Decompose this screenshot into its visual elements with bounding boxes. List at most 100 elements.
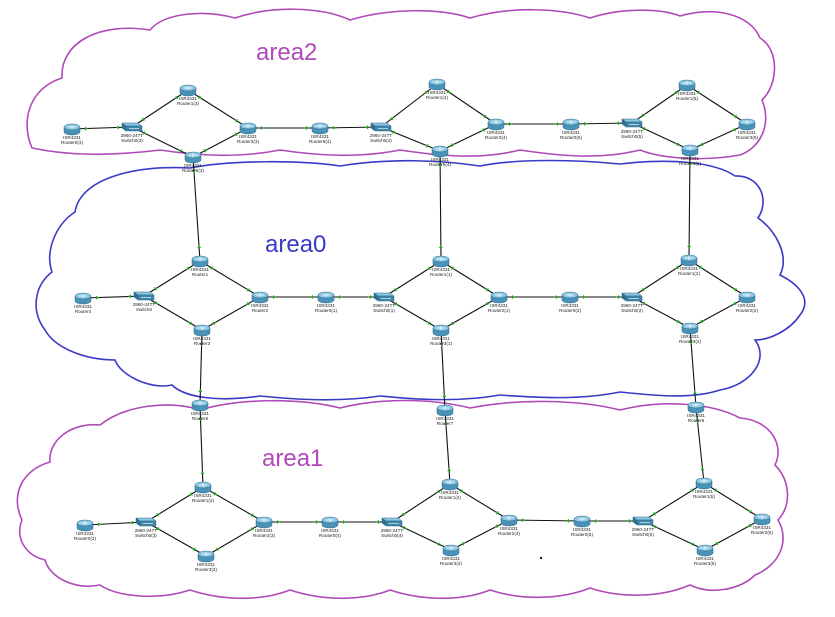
link[interactable] — [570, 295, 632, 299]
link[interactable] — [443, 409, 452, 485]
link[interactable] — [631, 122, 691, 151]
link[interactable] — [631, 84, 688, 124]
link[interactable] — [198, 329, 204, 406]
link[interactable] — [695, 406, 705, 484]
link[interactable] — [383, 260, 442, 298]
link[interactable] — [704, 518, 763, 551]
link[interactable] — [199, 260, 261, 298]
link[interactable] — [440, 260, 500, 298]
link[interactable] — [688, 327, 698, 408]
link[interactable] — [499, 295, 570, 299]
link[interactable] — [391, 521, 452, 551]
link[interactable] — [201, 296, 261, 331]
link[interactable] — [145, 486, 204, 523]
link[interactable] — [496, 122, 571, 126]
link[interactable] — [438, 150, 443, 262]
link[interactable] — [687, 149, 692, 261]
link[interactable] — [248, 126, 320, 130]
link[interactable] — [143, 295, 203, 331]
link[interactable] — [642, 482, 705, 522]
link[interactable] — [145, 521, 207, 557]
link[interactable] — [260, 295, 326, 299]
link[interactable] — [131, 89, 189, 128]
link[interactable] — [264, 520, 330, 524]
link[interactable] — [631, 259, 690, 298]
link[interactable] — [508, 518, 583, 523]
link[interactable] — [330, 520, 392, 524]
link[interactable] — [205, 521, 265, 557]
link[interactable] — [642, 520, 706, 551]
link[interactable] — [449, 483, 510, 521]
link[interactable] — [202, 486, 265, 523]
link[interactable] — [187, 89, 249, 129]
link[interactable] — [380, 83, 438, 128]
link[interactable] — [391, 483, 451, 523]
link[interactable] — [439, 329, 447, 411]
link[interactable] — [450, 519, 510, 551]
link[interactable] — [703, 482, 763, 520]
link[interactable] — [198, 404, 205, 488]
link[interactable] — [436, 83, 497, 125]
link[interactable] — [689, 296, 748, 329]
link[interactable] — [440, 296, 500, 331]
link[interactable] — [192, 127, 249, 158]
link[interactable] — [191, 156, 202, 262]
link[interactable] — [143, 260, 201, 297]
link[interactable] — [689, 123, 748, 151]
link[interactable] — [131, 126, 194, 158]
link[interactable] — [688, 259, 748, 298]
link[interactable] — [631, 296, 691, 329]
link[interactable] — [439, 123, 497, 152]
link[interactable] — [686, 84, 748, 125]
link[interactable] — [383, 296, 442, 331]
